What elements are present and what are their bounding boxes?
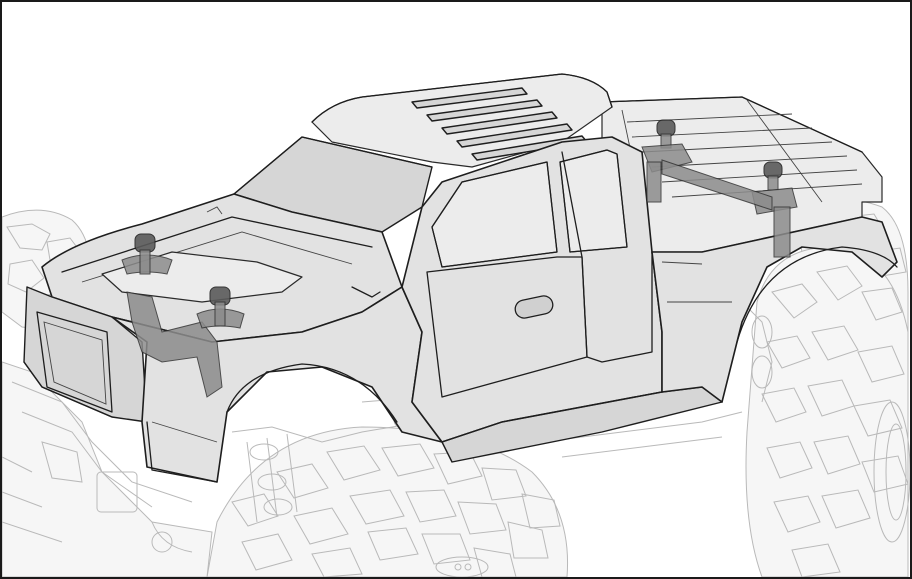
tire-rear-front bbox=[745, 246, 910, 577]
side-window-rear bbox=[559, 149, 628, 253]
front-body-mount bbox=[121, 233, 245, 398]
body-mounts bbox=[121, 119, 798, 398]
rear-body-mount bbox=[641, 119, 798, 258]
side-window-front bbox=[431, 161, 558, 268]
truck-body bbox=[23, 73, 898, 483]
front-fender bbox=[111, 286, 443, 483]
tire-front-front bbox=[206, 426, 569, 577]
door-handle bbox=[514, 295, 554, 319]
roof-vents bbox=[411, 87, 588, 161]
